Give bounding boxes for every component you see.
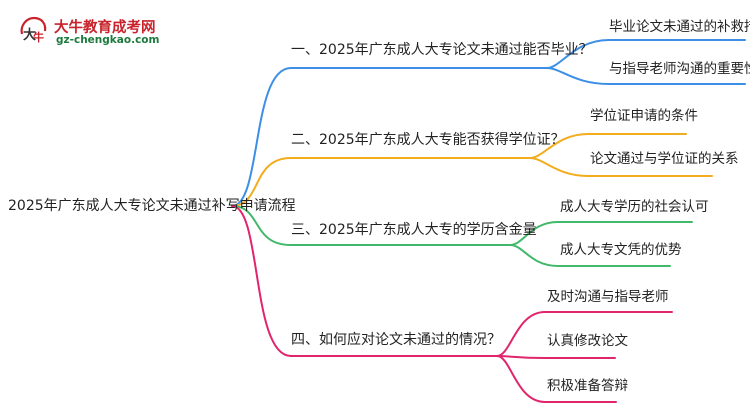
connector-root-branch-2 xyxy=(231,157,292,207)
svg-text:牛: 牛 xyxy=(33,30,44,44)
leaf-4-1: 及时沟通与指导老师 xyxy=(547,289,669,305)
connector-root-branch-4 xyxy=(231,205,292,357)
branch-1-label: 一、2025年广东成人大专论文未通过能否毕业？ xyxy=(291,42,593,58)
leaf-3-2: 成人大专文凭的优势 xyxy=(560,242,682,258)
svg-text:大: 大 xyxy=(23,27,36,43)
connector-branch-1-leaf-2 xyxy=(546,67,746,85)
connector-branch-2-leaf-1 xyxy=(529,133,687,159)
connector-branch-3-leaf-2 xyxy=(509,244,671,267)
leaf-4-3: 积极准备答辩 xyxy=(547,378,628,394)
connector-root-branch-1 xyxy=(231,67,292,207)
leaf-2-1: 学位证申请的条件 xyxy=(590,108,698,124)
connector-branch-2-leaf-2 xyxy=(529,157,713,177)
branch-2-label: 二、2025年广东成人大专能否获得学位证？ xyxy=(291,132,565,148)
connector-branch-4-leaf-3 xyxy=(496,355,617,403)
branch-4-label: 四、如何应对论文未通过的情况？ xyxy=(291,332,501,348)
leaf-4-2: 认真修改论文 xyxy=(547,333,628,349)
branch-3-label: 三、2025年广东成人大专的学历含金量 xyxy=(291,222,537,238)
leaf-3-1: 成人大专学历的社会认可 xyxy=(560,199,709,215)
connector-root-branch-3 xyxy=(231,205,292,246)
logo-title: 大牛教育成考网 xyxy=(54,20,156,36)
logo-mark: 大 牛 xyxy=(18,14,48,44)
leaf-1-1: 毕业论文未通过的补救措施 xyxy=(609,19,750,35)
connector-branch-4-leaf-1 xyxy=(496,311,673,357)
root-topic: 2025年广东成人大专论文未通过补写申请流程 xyxy=(8,198,296,214)
leaf-1-2: 与指导老师沟通的重要性 xyxy=(609,61,750,77)
connector-branch-3-leaf-1 xyxy=(509,221,693,246)
connector-branch-1-leaf-1 xyxy=(546,39,746,69)
logo-url: gz-chengkao.com xyxy=(56,34,160,46)
connector-branch-4-leaf-2 xyxy=(496,355,616,359)
leaf-2-2: 论文通过与学位证的关系 xyxy=(590,151,739,167)
